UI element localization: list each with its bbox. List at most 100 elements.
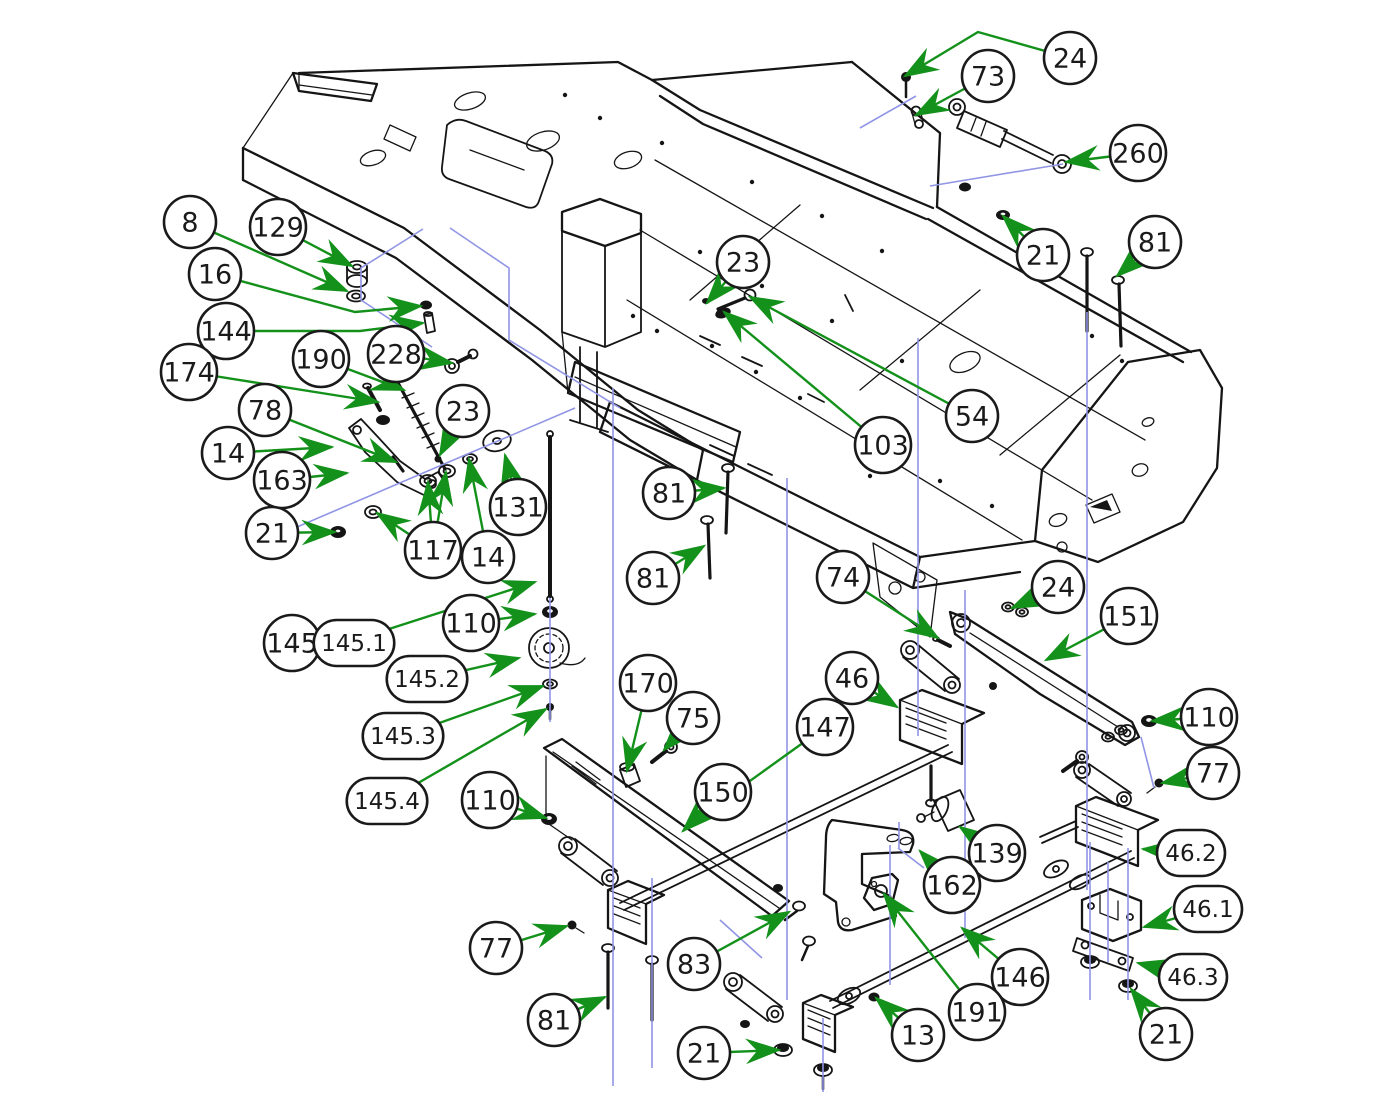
callout-number: 77 (479, 934, 513, 965)
callout-number: 16 (198, 260, 232, 291)
cam-gear (528, 627, 586, 669)
callout-147: 147 (795, 697, 855, 757)
callout-16: 16 (187, 246, 243, 302)
callout-number: 83 (677, 950, 711, 981)
callout-110: 110 (1179, 687, 1239, 747)
callout-number: 46 (835, 664, 869, 695)
callout-number: 23 (446, 397, 480, 428)
callout-228: 228 (366, 324, 426, 384)
callout-number: 260 (1112, 139, 1164, 170)
callout-73: 73 (960, 48, 1016, 104)
callout-number: 147 (799, 713, 851, 744)
callout-21: 21 (1138, 1006, 1194, 1062)
callout-170: 170 (618, 653, 678, 713)
callout-23: 23 (435, 383, 491, 439)
callout-number: 146 (994, 963, 1046, 994)
callout-number: 75 (676, 704, 710, 735)
callout-number: 21 (255, 519, 289, 550)
strap-46-3 (1072, 937, 1134, 972)
callout-number: 191 (951, 998, 1003, 1029)
callout-77: 77 (1185, 745, 1241, 801)
leader-arrow-54 (747, 295, 973, 418)
callout-number: 144 (200, 317, 252, 348)
leader-arrow-103 (722, 310, 884, 446)
callout-number: 77 (1196, 759, 1230, 790)
callout-number: 54 (955, 402, 989, 433)
callout-145.1: 145.1 (312, 618, 396, 668)
channel-150 (542, 737, 791, 918)
torsion-bar-147 (619, 744, 953, 911)
callout-number: 8 (181, 208, 198, 239)
callout-77: 77 (468, 920, 524, 976)
callout-number: 190 (295, 345, 347, 376)
callout-number: 24 (1053, 44, 1087, 75)
callout-190: 190 (291, 329, 351, 389)
pivot-assembly-bottom (723, 972, 855, 1054)
callout-46.1: 46.1 (1172, 884, 1244, 934)
callout-151: 151 (1099, 586, 1159, 646)
callout-number: 74 (826, 563, 860, 594)
callout-number: 145.3 (370, 724, 436, 750)
callout-75: 75 (665, 690, 721, 746)
callout-number: 46.3 (1167, 965, 1218, 991)
callout-145: 145 (262, 613, 322, 673)
callout-number: 145 (266, 629, 318, 660)
callout-81: 81 (1127, 214, 1183, 270)
callout-number: 46.1 (1182, 897, 1233, 923)
leader-arrow-24 (902, 30, 1071, 78)
frame-line-art (241, 60, 1224, 638)
callout-13: 13 (890, 1007, 946, 1063)
callout-81: 81 (641, 465, 697, 521)
callout-144: 144 (196, 301, 256, 361)
callout-number: 21 (1149, 1020, 1183, 1051)
callout-number: 117 (407, 536, 459, 567)
leader-arrow-16 (214, 272, 424, 322)
callout-8: 8 (162, 194, 218, 250)
frame-details (359, 91, 1155, 553)
callout-14: 14 (460, 529, 516, 585)
callout-number: 103 (857, 431, 909, 462)
callout-number: 14 (471, 543, 505, 574)
callout-81: 81 (625, 550, 681, 606)
callout-number: 81 (636, 564, 670, 595)
callout-number: 131 (492, 493, 544, 524)
callout-number: 150 (697, 778, 749, 809)
callout-46: 46 (824, 650, 880, 706)
callout-150: 150 (693, 762, 753, 822)
leader-arrow-174 (188, 370, 381, 410)
callout-260: 260 (1108, 123, 1168, 183)
gas-shock (948, 98, 1072, 174)
callout-81: 81 (526, 992, 582, 1048)
pivot-assembly-lower-left (558, 836, 666, 946)
pivot-assembly-46-2 (1039, 761, 1160, 868)
callout-162: 162 (922, 855, 982, 915)
callout-number: 81 (652, 479, 686, 510)
callout-number: 21 (687, 1039, 721, 1070)
callout-110: 110 (441, 593, 501, 653)
leader-arrow-8 (189, 220, 350, 293)
guide-line (929, 163, 1064, 187)
clamp-46-1 (1080, 887, 1143, 943)
callout-number: 163 (256, 466, 308, 497)
guide-line (261, 407, 576, 543)
callout-163: 163 (252, 450, 312, 510)
callout-24: 24 (1030, 559, 1086, 615)
callout-number: 170 (622, 669, 674, 700)
callout-number: 73 (971, 62, 1005, 93)
callout-21: 21 (1015, 227, 1071, 283)
callout-74: 74 (815, 549, 871, 605)
callout-number: 110 (1183, 703, 1235, 734)
callout-number: 174 (163, 358, 215, 389)
callout-14: 14 (200, 425, 256, 481)
callout-131: 131 (488, 477, 548, 537)
callout-54: 54 (944, 388, 1000, 444)
callout-number: 162 (926, 871, 978, 902)
callout-number: 110 (464, 786, 516, 817)
guide-line (1140, 736, 1155, 789)
callout-145.4: 145.4 (345, 776, 429, 826)
callout-117: 117 (403, 520, 463, 580)
callout-191: 191 (947, 982, 1007, 1042)
